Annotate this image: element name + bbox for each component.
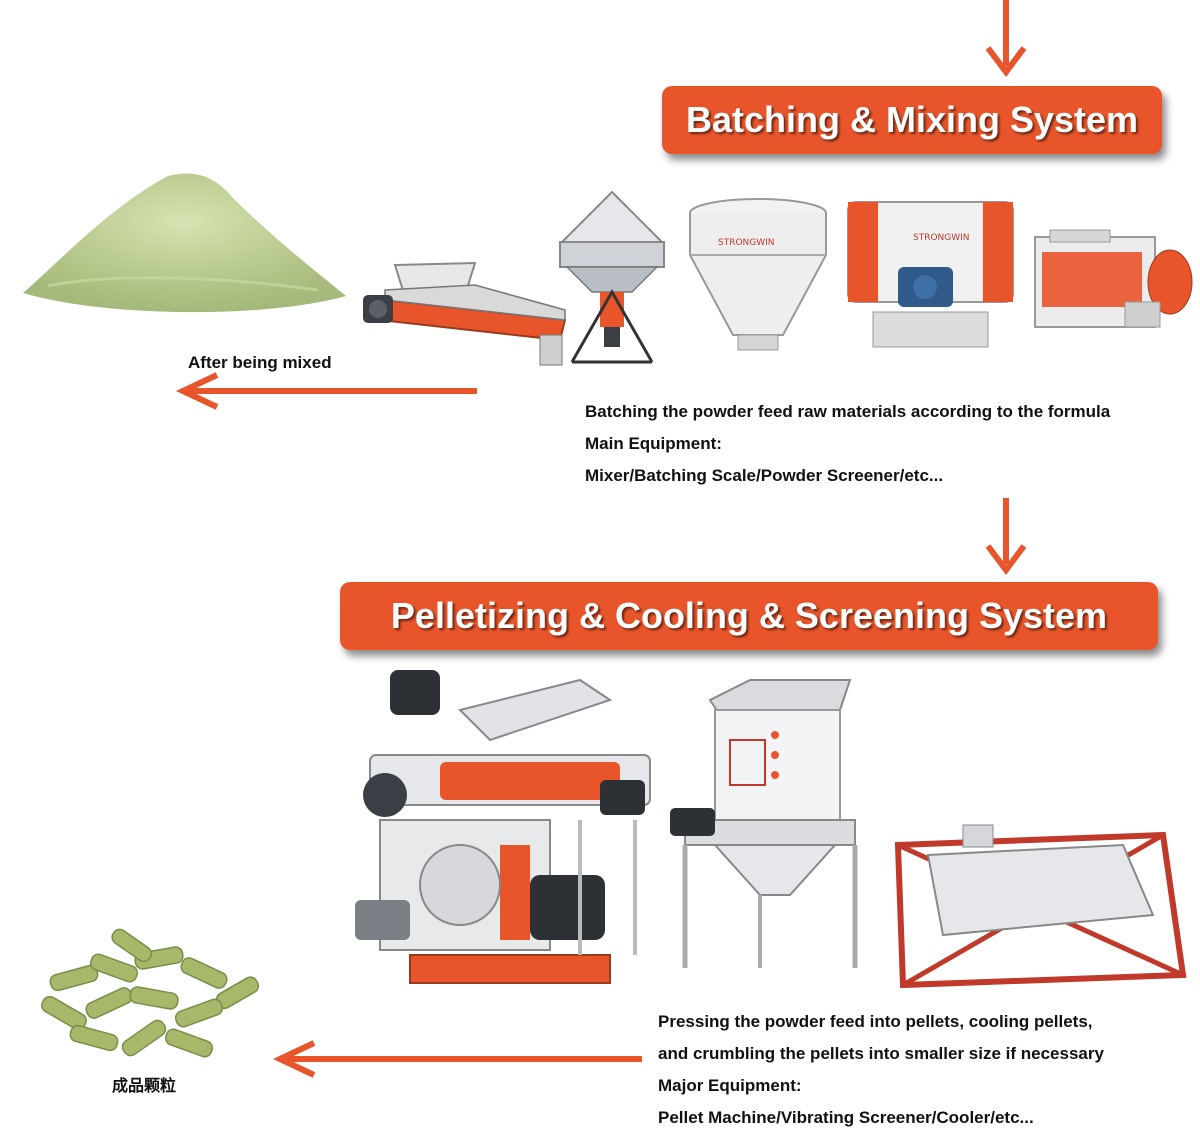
flow-arrow-left-2 [272, 1040, 642, 1078]
svg-text:STRONGWIN: STRONGWIN [913, 233, 970, 243]
batching-system-banner: Batching & Mixing System [662, 86, 1162, 154]
batching-bin-icon: STRONGWIN [689, 198, 827, 351]
feed-pellets-icon [41, 928, 260, 1058]
batching-description-line: Main Equipment: [585, 434, 722, 453]
batching-description: Batching the powder feed raw materials a… [585, 396, 1110, 492]
batching-description-line: Batching the powder feed raw materials a… [585, 402, 1111, 421]
cooler-icon [670, 679, 858, 968]
pelletizing-description: Pressing the powder feed into pellets, c… [658, 1006, 1104, 1134]
flow-arrow-down-2 [985, 498, 1027, 575]
mixed-powder-icon [23, 173, 346, 313]
batching-system-title: Batching & Mixing System [685, 99, 1139, 140]
svg-text:STRONGWIN: STRONGWIN [718, 238, 775, 248]
screw-conveyor-icon [363, 261, 567, 366]
vibrating-screener-icon [894, 824, 1187, 989]
after-mixed-caption: After being mixed [188, 353, 332, 372]
pelletizing-description-line: Pressing the powder feed into pellets, c… [658, 1012, 1093, 1031]
pelletizing-description-line: Major Equipment: [658, 1076, 802, 1095]
distributor-icon [559, 190, 665, 364]
pelletizing-system-title: Pelletizing & Cooling & Screening System [390, 595, 1108, 636]
pellet-machine-icon [355, 670, 651, 984]
pelletizing-system-banner: Pelletizing & Cooling & Screening System [340, 582, 1158, 650]
flow-arrow-down-1 [985, 0, 1027, 77]
pelletizing-description-line: and crumbling the pellets into smaller s… [658, 1044, 1104, 1063]
pelletizing-description-line: Pellet Machine/Vibrating Screener/Cooler… [658, 1108, 1034, 1127]
finished-pellets-caption: 成品颗粒 [112, 1076, 177, 1095]
batching-description-line: Mixer/Batching Scale/Powder Screener/etc… [585, 466, 944, 485]
powder-screener-icon [1034, 229, 1193, 328]
mixer-icon: STRONGWIN [847, 201, 1014, 348]
flow-arrow-left-1 [175, 372, 477, 410]
